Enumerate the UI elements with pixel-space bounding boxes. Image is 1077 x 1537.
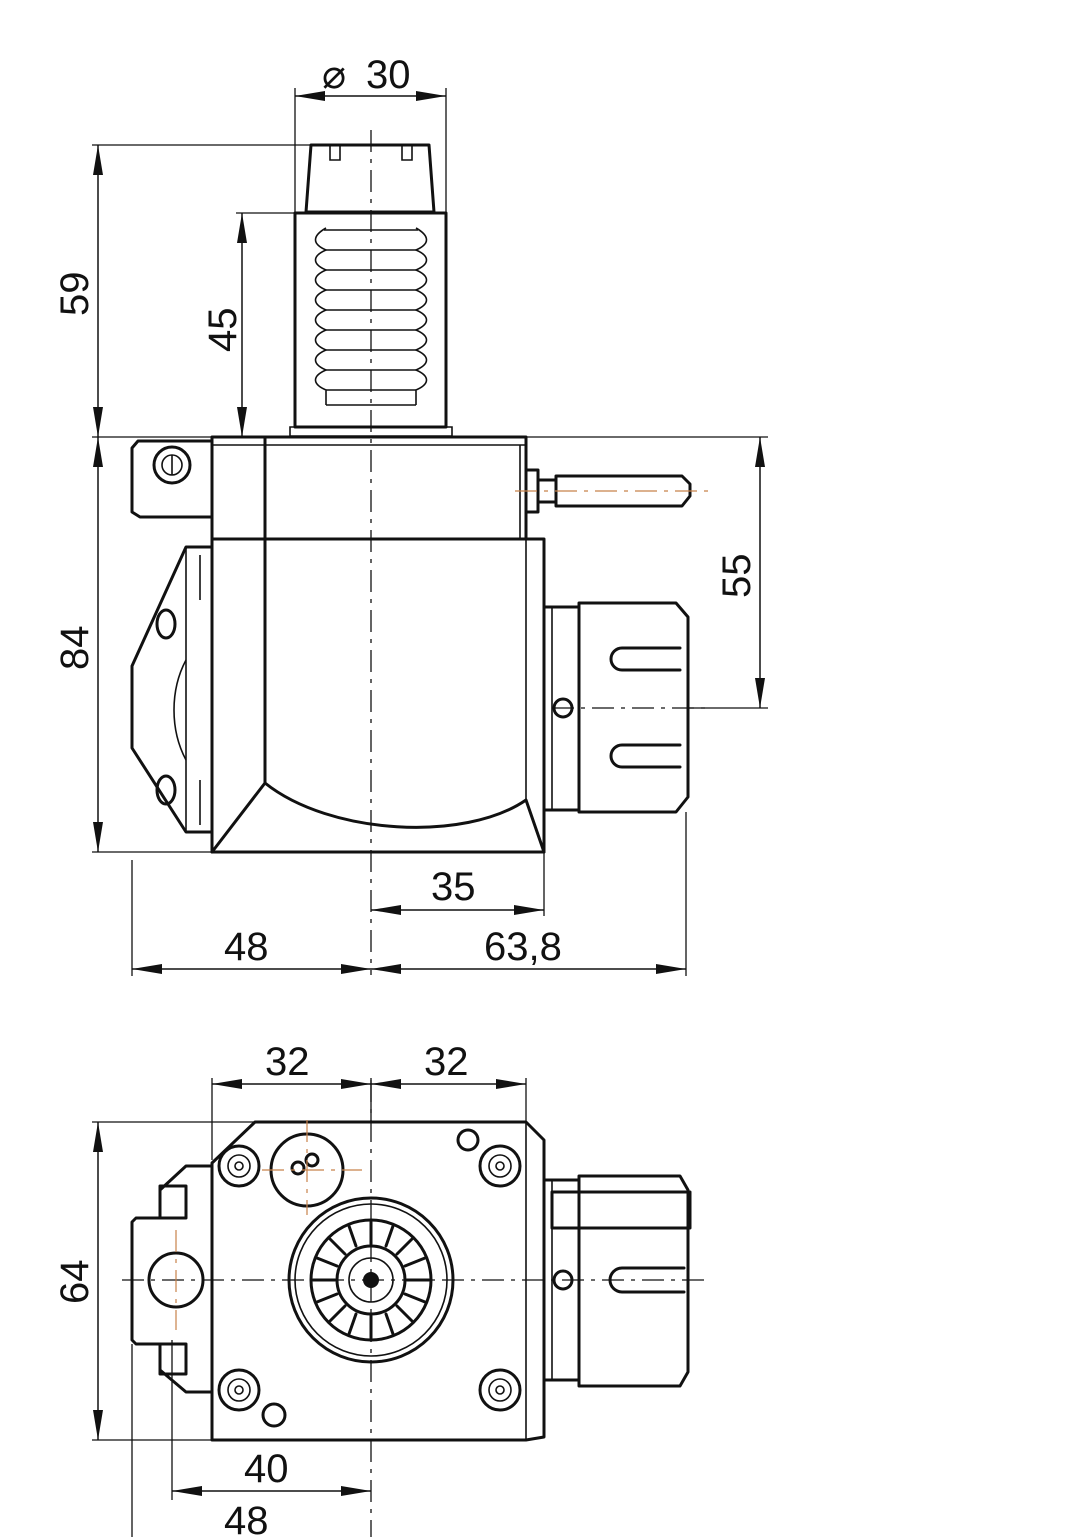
dim-body-height-84: 84 bbox=[53, 437, 212, 853]
dim-label-diameter: 30 bbox=[366, 53, 411, 97]
coolant-pin bbox=[515, 468, 712, 514]
lower-body bbox=[210, 537, 546, 854]
dim-right-half-32: 32 bbox=[371, 1040, 527, 1122]
output-collet bbox=[542, 601, 705, 814]
dim-inner-width-40: 40 bbox=[171, 1340, 371, 1500]
top-output-collet bbox=[542, 1174, 692, 1388]
top-body bbox=[210, 1120, 546, 1442]
mounting-screw-top-right bbox=[456, 1128, 522, 1188]
dim-label-55: 55 bbox=[715, 554, 759, 599]
dim-total-height-59: 59 bbox=[53, 144, 311, 438]
left-flange bbox=[130, 545, 214, 834]
dim-label-40: 40 bbox=[244, 1447, 289, 1491]
dim-left-width-48: 48 bbox=[131, 860, 371, 976]
dim-outer-width-48: 48 bbox=[131, 1344, 269, 1537]
dim-left-half-32: 32 bbox=[211, 1040, 372, 1160]
dim-right-width-63-8: 63,8 bbox=[371, 812, 687, 976]
central-spindle bbox=[287, 1196, 455, 1364]
top-side-block bbox=[130, 1164, 214, 1394]
dim-label-48-side: 48 bbox=[224, 925, 269, 969]
side-view: ⌀ 30 59 45 84 bbox=[53, 53, 768, 976]
mounting-screw-bottom-right bbox=[478, 1368, 522, 1412]
upper-body bbox=[210, 435, 528, 541]
coolant-port bbox=[262, 1120, 362, 1215]
mounting-screw-top-left bbox=[217, 1144, 261, 1188]
top-view: 32 32 64 40 48 bbox=[53, 1040, 710, 1537]
dim-height-64: 64 bbox=[53, 1121, 255, 1441]
top-collet-nut bbox=[304, 143, 436, 214]
bearing-cage bbox=[311, 1220, 431, 1340]
diameter-symbol: ⌀ bbox=[322, 53, 346, 97]
mounting-screw-bottom-left bbox=[217, 1368, 287, 1428]
thread-profile bbox=[314, 227, 428, 406]
dim-label-45: 45 bbox=[201, 308, 245, 353]
dim-label-32-right: 32 bbox=[424, 1040, 469, 1084]
dim-half-width-35: 35 bbox=[371, 852, 545, 916]
dim-label-35: 35 bbox=[431, 865, 476, 909]
dim-label-32-left: 32 bbox=[265, 1040, 310, 1084]
dim-label-84: 84 bbox=[53, 626, 97, 671]
dim-label-63-8: 63,8 bbox=[484, 925, 562, 969]
dim-label-59: 59 bbox=[53, 272, 97, 317]
dim-label-48-top: 48 bbox=[224, 1499, 269, 1537]
dim-output-height-55: 55 bbox=[526, 436, 768, 709]
dim-diameter-30: ⌀ 30 bbox=[294, 53, 447, 212]
side-mount-block bbox=[130, 439, 214, 519]
dim-label-64: 64 bbox=[53, 1260, 97, 1305]
dim-collet-height-45: 45 bbox=[201, 212, 295, 437]
